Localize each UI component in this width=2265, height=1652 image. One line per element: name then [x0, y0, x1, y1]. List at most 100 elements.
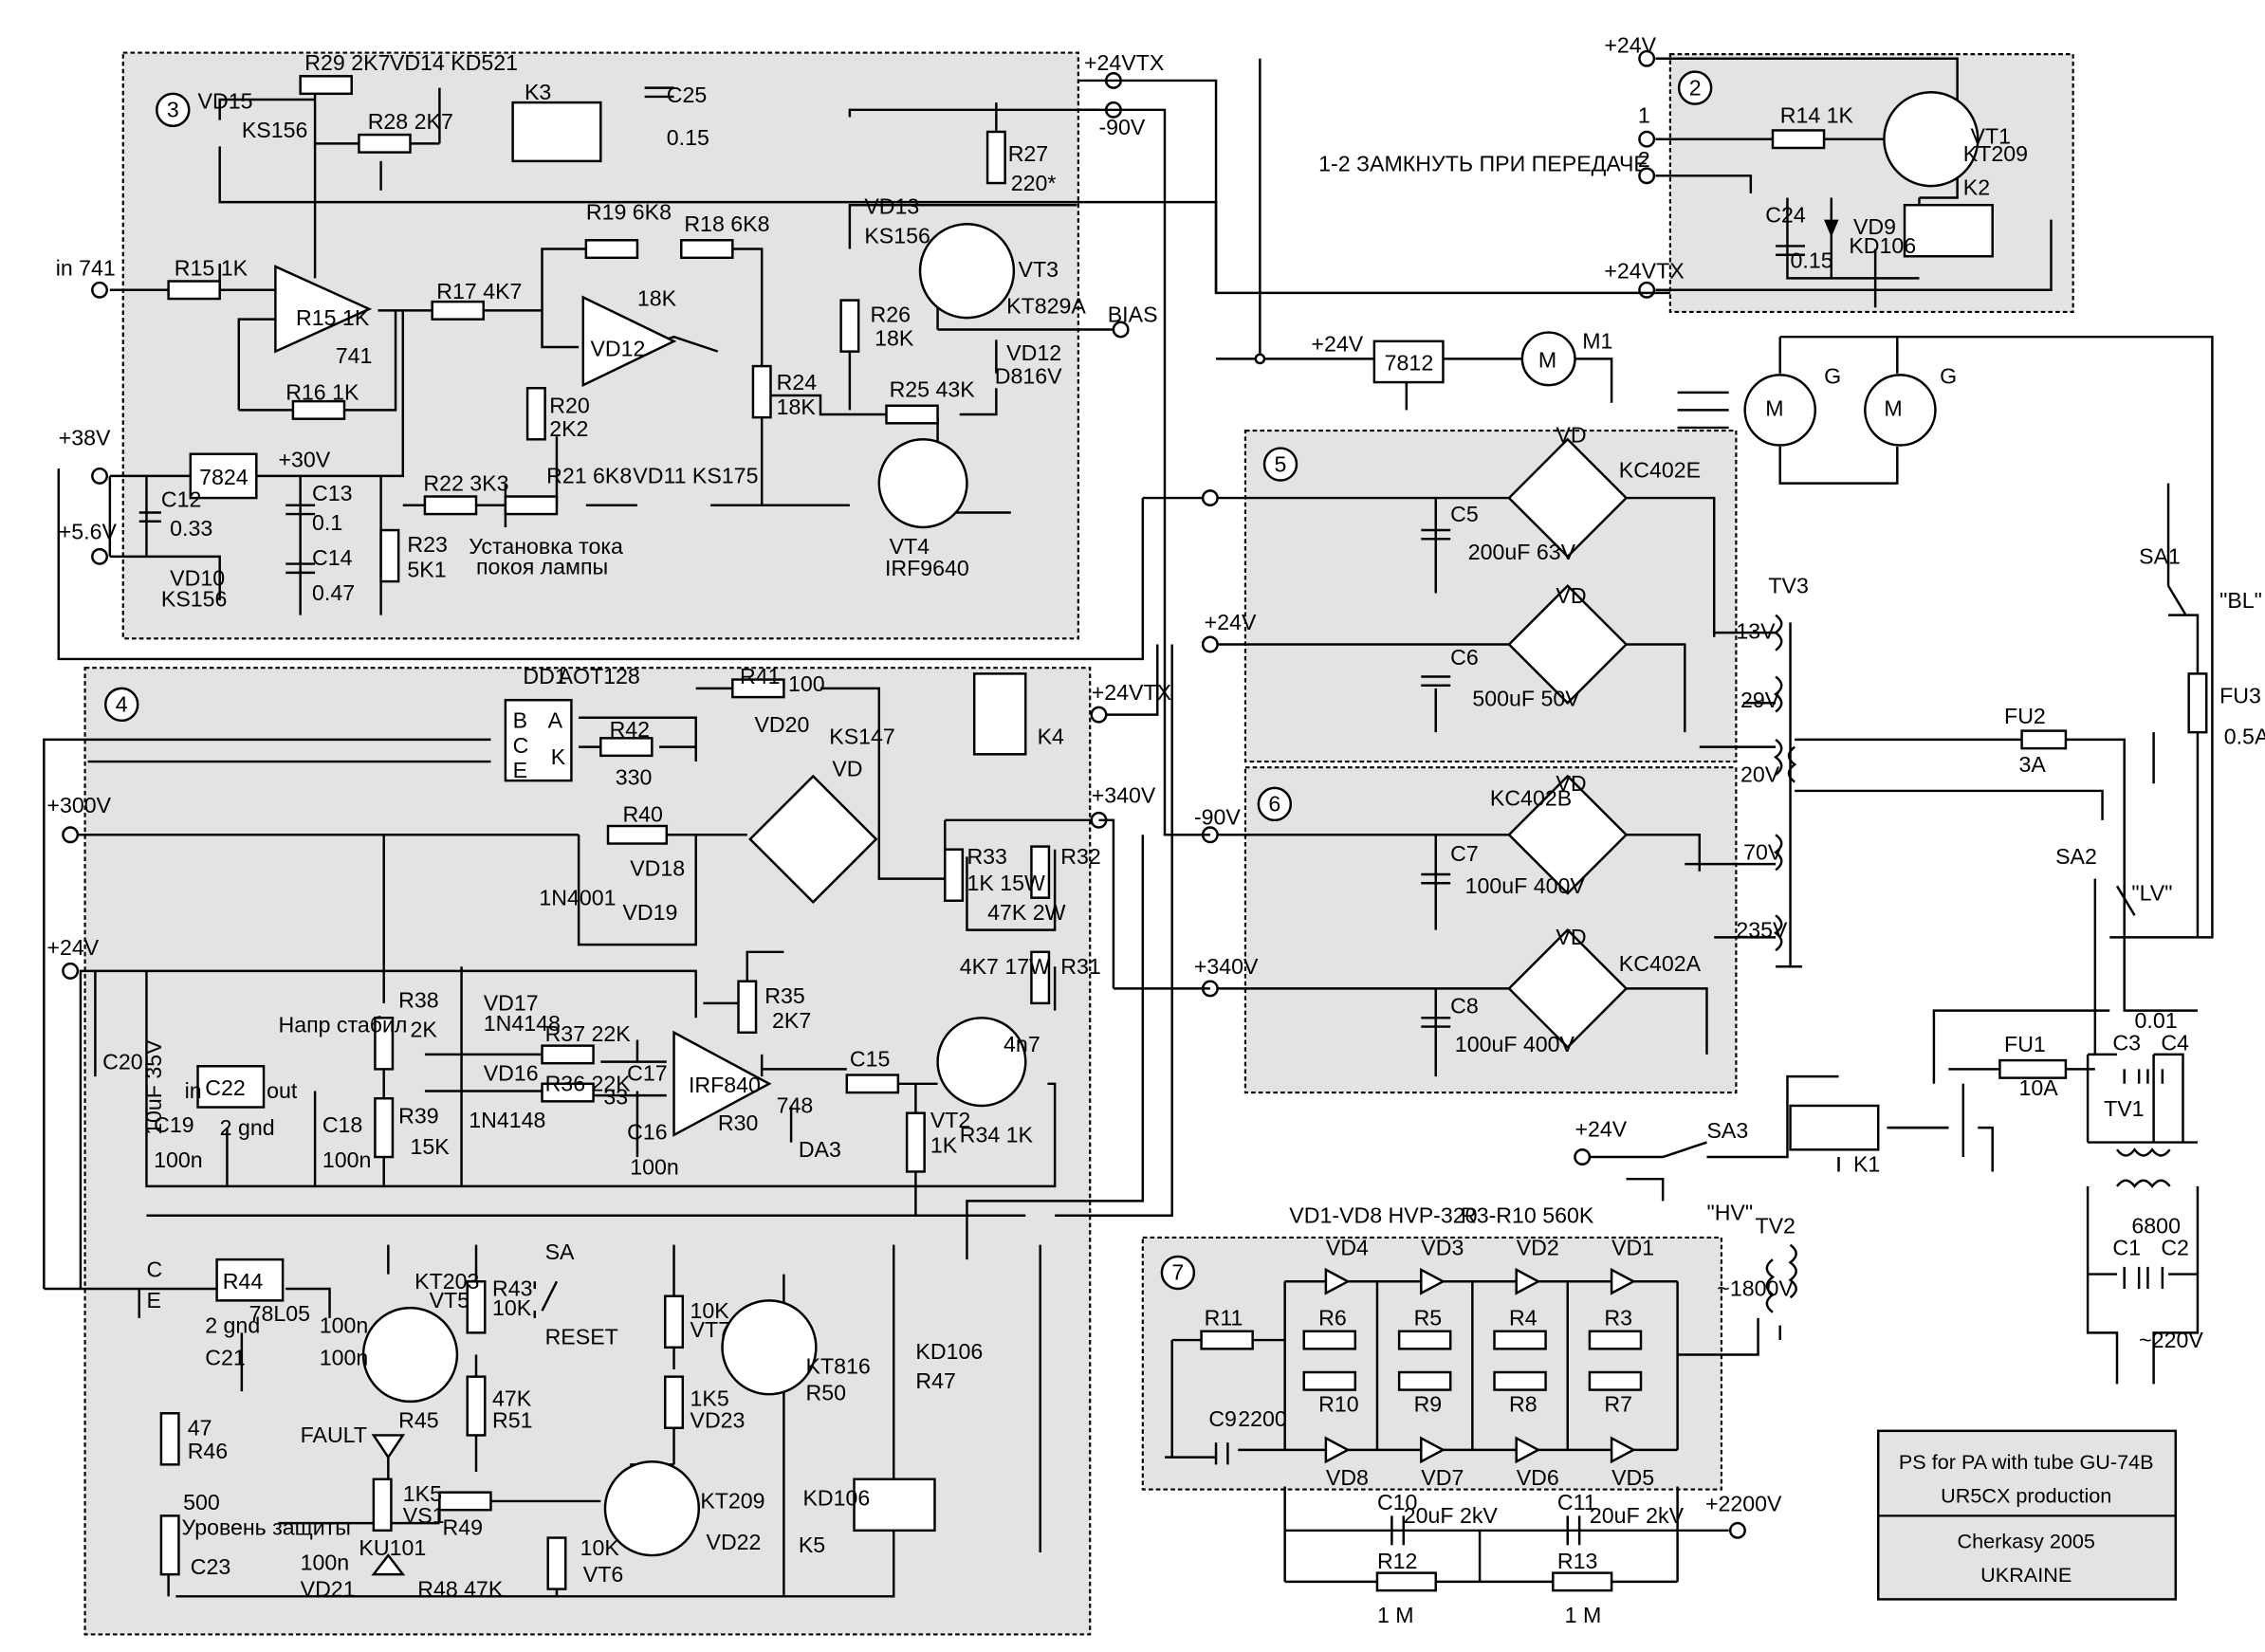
- component-label: R11: [1205, 1306, 1243, 1331]
- component-label: 1-2 ЗАМКНУТЬ ПРИ ПЕРЕДАЧЕ: [1318, 152, 1648, 176]
- component-label: R14 1K: [1780, 103, 1854, 128]
- component-label: 500uF 50V: [1472, 686, 1580, 710]
- component-label: +24VTX: [1604, 258, 1684, 283]
- component-label: +5.6V: [59, 519, 118, 543]
- component-label: VT7: [691, 1317, 730, 1342]
- component-label: VD: [1556, 422, 1586, 447]
- component-label: 330: [616, 765, 653, 790]
- component-label: VD: [1556, 583, 1586, 608]
- component-label: 0.47: [312, 580, 355, 605]
- component-label: +340V: [1194, 954, 1259, 979]
- block-number-4: 4: [103, 687, 139, 723]
- component-label: FU3: [2219, 683, 2261, 707]
- component-label: R17 4K7: [436, 279, 522, 303]
- component-label: 2200: [1238, 1406, 1287, 1431]
- component-label: ~1800V: [1717, 1276, 1794, 1301]
- regulator-78l12: [196, 1065, 266, 1109]
- component-label: +24V: [46, 935, 99, 960]
- terminals-blocks-5-6: +24V -90V +340V: [1194, 489, 1259, 998]
- block-number-7: 7: [1160, 1255, 1196, 1291]
- component-label: VD6: [1517, 1465, 1559, 1490]
- component-label: R25 43K: [890, 377, 976, 402]
- component-label: 1K 15W: [967, 871, 1045, 895]
- mains-section: SA1 "BL" FU3 0.5A FU2 3A SA2 "LV" FU1 10…: [1574, 483, 2265, 1385]
- component-label: C8: [1450, 994, 1479, 1019]
- component-label: -90V: [1194, 804, 1241, 829]
- component-label: DD1: [523, 664, 566, 688]
- component-label: KT209: [700, 1489, 764, 1514]
- component-label: 0.01: [2135, 1008, 2178, 1033]
- terminals-block-3: in 741 +38V +5.6V +24VTX -90V BIAS: [56, 50, 1164, 565]
- component-label: IRF840: [689, 1073, 761, 1097]
- component-label: R34 1K: [960, 1123, 1034, 1147]
- component-label: 4n7: [1004, 1032, 1040, 1056]
- transistor-vt1: [1883, 91, 1980, 188]
- component-label: KU101: [359, 1535, 426, 1560]
- component-label: +24V: [1604, 33, 1656, 58]
- component-label: R26: [871, 303, 911, 327]
- component-label: +24VTX: [1084, 50, 1164, 75]
- component-label: C4: [2161, 1030, 2189, 1055]
- component-label: VD3: [1421, 1235, 1464, 1259]
- component-label: 47: [188, 1415, 212, 1440]
- component-label: C13: [312, 481, 352, 505]
- component-label: C9: [1208, 1406, 1237, 1431]
- component-label: R47: [915, 1368, 955, 1393]
- component-label: KT829A: [1006, 293, 1086, 318]
- component-label: C20: [102, 1049, 142, 1074]
- component-label: C1: [2112, 1235, 2141, 1259]
- component-label: C10: [1377, 1490, 1417, 1514]
- component-label: R32: [1060, 844, 1100, 869]
- component-label: VD8: [1326, 1465, 1369, 1490]
- fan-motor-g1: [1743, 374, 1817, 447]
- component-label: R27: [1008, 141, 1048, 166]
- regulator-7812: [1372, 340, 1445, 384]
- component-label: 1 M: [1565, 1603, 1602, 1627]
- component-label: K1: [1853, 1151, 1880, 1176]
- component-label: 1K5: [403, 1481, 442, 1506]
- component-label: C18: [322, 1112, 362, 1137]
- component-label: "BL": [2219, 588, 2262, 613]
- component-label: K5: [799, 1533, 825, 1557]
- component-label: KS156: [864, 223, 930, 248]
- component-label: K: [551, 744, 566, 769]
- component-label: SA3: [1706, 1118, 1748, 1143]
- title-line-4: UKRAINE: [1980, 1563, 2072, 1587]
- fan-motor-g2: [1864, 374, 1937, 447]
- component-label: VT2: [930, 1108, 970, 1132]
- component-label: C5: [1450, 502, 1479, 526]
- component-label: 100: [788, 671, 825, 696]
- component-label: Напр стабил: [278, 1013, 407, 1037]
- component-label: VD: [1556, 771, 1586, 796]
- component-label: R10: [1318, 1392, 1358, 1417]
- component-label: VD5: [1611, 1465, 1654, 1490]
- component-label: 2K7: [772, 1008, 811, 1033]
- component-label: +2200V: [1705, 1492, 1782, 1516]
- component-label: C21: [205, 1345, 245, 1369]
- component-label: R3: [1604, 1306, 1632, 1331]
- component-label: VD9: [1853, 214, 1896, 239]
- component-label: 100n: [320, 1345, 369, 1369]
- component-label: M1: [1582, 329, 1612, 354]
- component-label: +24V: [1311, 332, 1363, 357]
- regulator-78l05: [215, 1257, 285, 1302]
- component-label: VD12: [1006, 340, 1061, 365]
- component-label: 7812: [1385, 351, 1434, 376]
- component-label: 0.1: [312, 510, 342, 535]
- component-label: R8: [1509, 1392, 1538, 1417]
- fuse-fu1: [1998, 1058, 2068, 1079]
- component-label: R4: [1509, 1306, 1538, 1331]
- led-vd21: [371, 1434, 406, 1459]
- component-label: KC402B: [1490, 785, 1572, 810]
- component-label: 4K7 17W: [960, 954, 1050, 979]
- component-label: R3-R10 560K: [1461, 1203, 1594, 1228]
- component-label: VD22: [707, 1530, 762, 1554]
- component-label: K3: [525, 80, 551, 104]
- component-label: KD106: [915, 1339, 983, 1364]
- component-label: R5: [1414, 1306, 1443, 1331]
- component-label: 0.33: [170, 516, 212, 541]
- component-label: KS147: [829, 725, 895, 749]
- relay-k4: [972, 672, 1027, 756]
